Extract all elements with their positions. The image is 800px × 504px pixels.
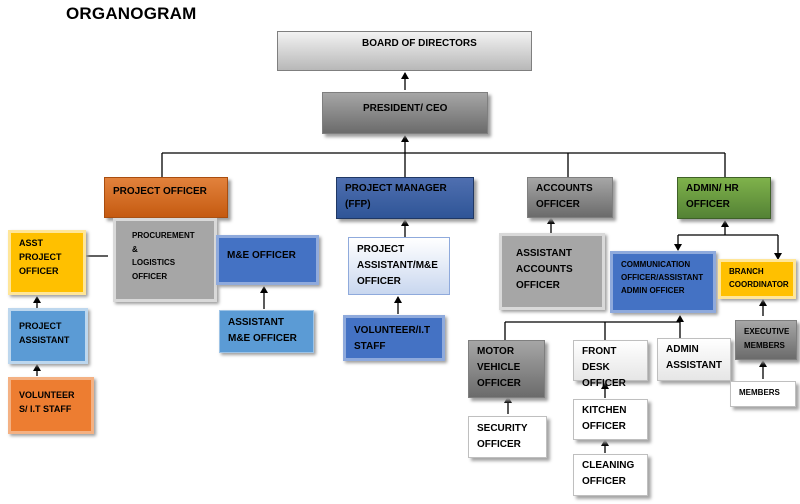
node-board-of-directors: BOARD OF DIRECTORS [277,31,532,71]
node-security-officer: SECURITY OFFICER [468,416,547,458]
node-accounts-officer: ACCOUNTS OFFICER [527,177,613,218]
node-asst-project-officer: ASST PROJECT OFFICER [8,230,86,295]
node-admin-assistant: ADMIN ASSISTANT [657,338,731,381]
node-me-officer: M&E OFFICER [216,235,319,285]
node-kitchen-officer: KITCHEN OFFICER [573,399,648,440]
node-cleaning-officer: CLEANING OFFICER [573,454,648,496]
page-title: ORGANOGRAM [66,4,197,23]
node-executive-members: EXECUTIVE MEMBERS [735,320,797,360]
node-front-desk-officer: FRONT DESK OFFICER [573,340,648,389]
node-assistant-accounts-officer: ASSISTANT ACCOUNTS OFFICER [499,233,605,310]
node-procurement-logistics-officer: PROCUREMENT & LOGISTICS OFFICER [113,218,217,302]
node-project-officer: PROJECT OFFICER [104,177,228,218]
node-communication-officer: COMMUNICATION OFFICER/ASSISTANT ADMIN OF… [610,251,716,313]
node-branch-coordinator: BRANCH COORDINATOR [718,259,796,299]
node-volunteer-it-staff: VOLUNTEER/I.T STAFF [343,315,445,361]
node-volunteers-it-staff-left: VOLUNTEER S/ I.T STAFF [8,377,94,434]
node-project-manager: PROJECT MANAGER (FFP) [336,177,474,219]
node-project-assistant-me-officer: PROJECT ASSISTANT/M&E OFFICER [348,237,450,295]
node-admin-hr-officer: ADMIN/ HR OFFICER [677,177,771,219]
node-assistant-me-officer: ASSISTANT M&E OFFICER [219,310,314,353]
node-project-assistant: PROJECT ASSISTANT [8,308,88,364]
node-president-ceo: PRESIDENT/ CEO [322,92,488,134]
node-motor-vehicle-officer: MOTOR VEHICLE OFFICER [468,340,545,398]
node-members: MEMBERS [730,381,796,407]
